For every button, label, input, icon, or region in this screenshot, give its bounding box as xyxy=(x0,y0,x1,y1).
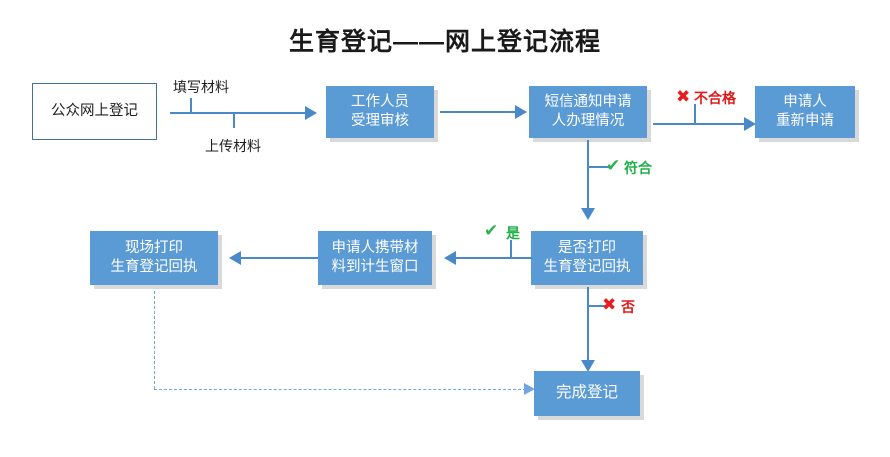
edge-label-upload-materials: 上传材料 xyxy=(205,138,261,154)
cross-icon-unqualified: ✖ xyxy=(676,87,691,106)
connector-sms-to-reapply xyxy=(653,123,747,126)
node-sms-notification[interactable]: 短信通知申请 人办理情况 xyxy=(529,86,647,138)
arrowhead-decide-to-finish xyxy=(580,360,595,372)
node-staff-review[interactable]: 工作人员 受理审核 xyxy=(326,86,434,138)
tick-unqualified xyxy=(694,104,697,124)
edge-label-qualified: 符合 xyxy=(624,160,652,176)
arrowhead-decide-to-bring xyxy=(444,250,456,265)
arrowhead-start-to-review xyxy=(305,105,317,120)
node-finish-registration[interactable]: 完成登记 xyxy=(534,371,640,416)
node-label: 是否打印 生育登记回执 xyxy=(543,239,631,275)
arrowhead-review-to-sms xyxy=(515,104,527,119)
edge-label-fill-materials: 填写材料 xyxy=(173,79,229,95)
cross-icon-no: ✖ xyxy=(602,295,617,314)
node-label: 公众网上登记 xyxy=(51,102,138,119)
tick-upload-materials xyxy=(233,113,236,128)
node-label: 申请人携带材 料到计生窗口 xyxy=(331,239,419,275)
node-public-online-registration[interactable]: 公众网上登记 xyxy=(32,83,162,145)
arrowhead-bring-to-onsite xyxy=(229,250,241,265)
check-icon-qualified: ✔ xyxy=(606,156,621,175)
connector-sms-to-decide-print xyxy=(587,140,590,212)
connector-start-to-review xyxy=(170,112,307,115)
node-label: 工作人员 受理审核 xyxy=(351,93,409,129)
node-bring-materials[interactable]: 申请人携带材 料到计生窗口 xyxy=(318,231,432,285)
dashed-connector-onsite-vertical xyxy=(154,291,155,389)
connector-decide-to-bring xyxy=(452,257,532,260)
edge-label-no: 否 xyxy=(621,299,635,315)
node-decide-print-receipt[interactable]: 是否打印 生育登记回执 xyxy=(531,231,643,285)
tick-fill-materials xyxy=(190,98,193,113)
arrowhead-sms-to-reapply xyxy=(744,116,756,131)
arrowhead-sms-to-decide-print xyxy=(580,208,595,220)
check-icon-yes: ✔ xyxy=(484,221,499,240)
tick-yes xyxy=(510,240,513,258)
page-title: 生育登记——网上登记流程 xyxy=(288,28,601,56)
connector-review-to-sms xyxy=(440,111,518,114)
dashed-connector-onsite-horizontal xyxy=(154,389,526,390)
tick-qualified xyxy=(589,166,609,169)
arrowhead-onsite-to-finish xyxy=(524,382,535,395)
connector-decide-to-finish xyxy=(587,287,590,364)
edge-label-yes: 是 xyxy=(506,225,520,241)
node-label: 短信通知申请 人办理情况 xyxy=(544,93,632,129)
tick-no xyxy=(589,305,607,308)
node-label: 现场打印 生育登记回执 xyxy=(110,239,198,275)
node-onsite-print-receipt[interactable]: 现场打印 生育登记回执 xyxy=(90,231,218,285)
node-applicant-reapply[interactable]: 申请人 重新申请 xyxy=(755,86,855,138)
node-label: 申请人 重新申请 xyxy=(776,93,834,129)
node-label: 完成登记 xyxy=(555,384,618,402)
edge-label-unqualified: 不合格 xyxy=(694,90,736,106)
connector-bring-to-onsite xyxy=(238,257,318,260)
